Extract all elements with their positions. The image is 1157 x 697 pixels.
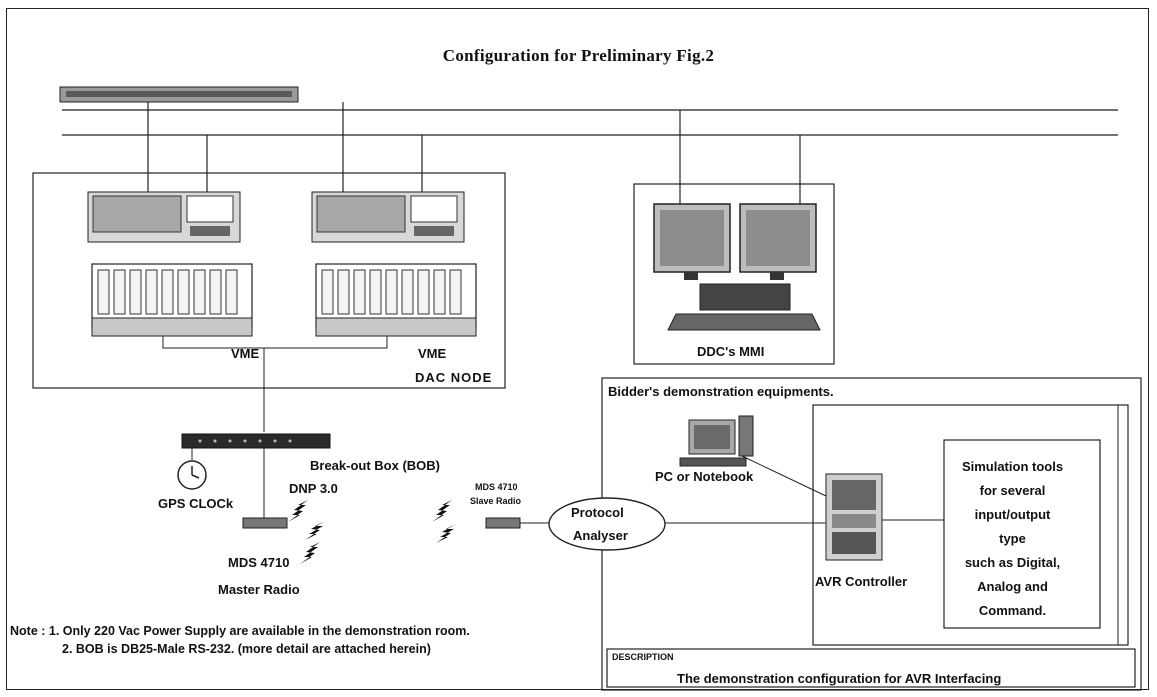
vme-label-1: VME xyxy=(231,346,260,361)
vme-label-2: VME xyxy=(418,346,447,361)
master-radio-device xyxy=(242,517,288,529)
master-radio-label: Master Radio xyxy=(218,582,300,597)
description-text: The demonstration configuration for AVR … xyxy=(677,671,1002,686)
avr-controller-device xyxy=(825,473,883,561)
protocol-label: Protocol xyxy=(571,505,624,520)
avr-controller-label: AVR Controller xyxy=(815,574,908,589)
bus-drops xyxy=(147,102,801,210)
slave-radio-model-label: MDS 4710 xyxy=(475,482,518,492)
dac-node-box xyxy=(32,172,506,389)
slave-radio-label: Slave Radio xyxy=(470,496,522,506)
simulation-line: input/output xyxy=(974,507,1051,522)
description-box xyxy=(606,648,1136,688)
ddc-mmi-label: DDC's MMI xyxy=(697,344,765,359)
bidder-label: Bidder's demonstration equipments. xyxy=(608,384,834,399)
pc-label: PC or Notebook xyxy=(655,469,754,484)
bob-label: Break-out Box (BOB) xyxy=(310,458,441,473)
simulation-tools-text: Simulation tools for several input/outpu… xyxy=(950,455,1075,623)
simulation-line: Simulation tools xyxy=(961,459,1064,474)
dnp-label: DNP 3.0 xyxy=(289,481,338,496)
dac-node-label: DAC NODE xyxy=(415,370,493,385)
figure-title: Configuration for Preliminary Fig.2 xyxy=(442,46,715,65)
simulation-line: Command. xyxy=(978,603,1047,618)
radio-wave-icons xyxy=(288,500,456,564)
simulation-line: for several xyxy=(979,483,1046,498)
gps-label: GPS CLOCk xyxy=(158,496,234,511)
vme-rack-1 xyxy=(91,263,253,337)
figure-frame xyxy=(6,8,1149,690)
simulation-line: Analog and xyxy=(977,579,1048,594)
ddc-mmi-box xyxy=(633,183,835,365)
workstation-1 xyxy=(87,191,241,243)
slave-radio-device xyxy=(485,517,521,529)
bob-device xyxy=(181,433,331,449)
master-radio-model-label: MDS 4710 xyxy=(228,555,290,570)
simulation-box xyxy=(943,439,1101,629)
ddc-workstation xyxy=(653,203,821,331)
gps-clock-device xyxy=(177,460,207,490)
simulation-line: such as Digital, xyxy=(964,555,1061,570)
vme-rack-2 xyxy=(315,263,477,337)
note-line-1: Note : 1. Only 220 Vac Power Supply are … xyxy=(10,624,470,638)
note-line-2: 2. BOB is DB25-Male RS-232. (more detail… xyxy=(62,642,431,656)
analyser-label: Analyser xyxy=(573,528,628,543)
avr-inner-box xyxy=(812,404,1129,646)
simulation-line: type xyxy=(999,531,1026,546)
network-switch xyxy=(59,86,299,103)
description-header: DESCRIPTION xyxy=(612,652,674,662)
workstation-2 xyxy=(311,191,465,243)
vme-interconnect xyxy=(162,336,388,432)
pc-device xyxy=(679,415,754,467)
